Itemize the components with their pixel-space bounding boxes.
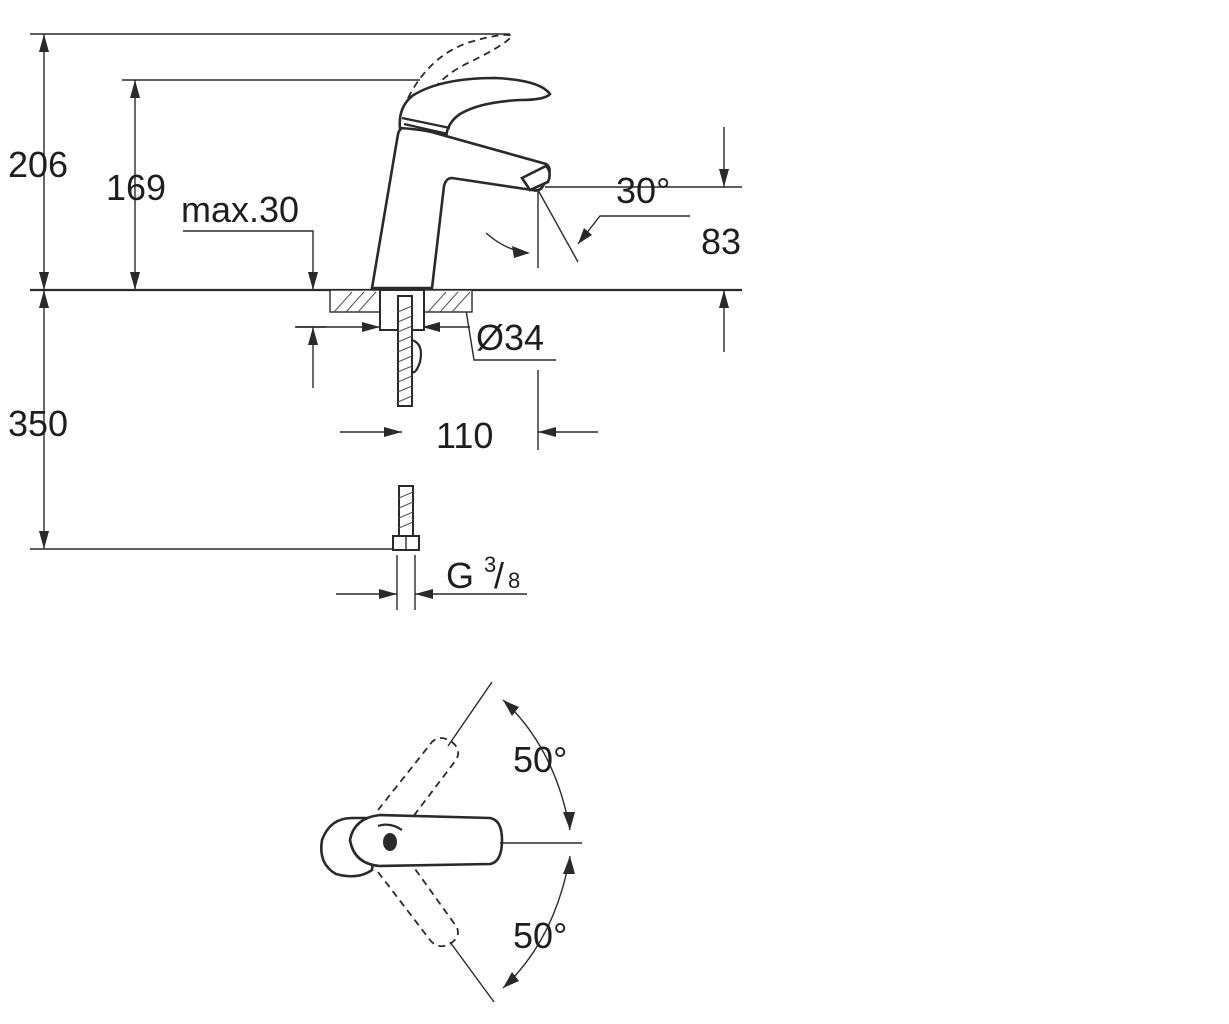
label-thread-numerator: 3 — [484, 552, 496, 577]
lever-handle-top — [348, 813, 504, 868]
label-thread-g: G — [446, 555, 474, 596]
side-view: 206 169 max.30 30° 83 Ø34 350 110 G 3 / … — [8, 33, 742, 610]
label-110: 110 — [436, 415, 493, 456]
label-169: 169 — [106, 167, 166, 208]
dimension-110 — [340, 370, 598, 450]
dimension-206 — [39, 34, 49, 290]
spout-aerator — [520, 164, 551, 192]
label-thread-slash: / — [494, 555, 504, 596]
dimension-350 — [39, 290, 49, 549]
label-diameter-34: Ø34 — [476, 317, 544, 358]
dimension-83 — [719, 127, 729, 352]
faucet-spout — [370, 124, 551, 290]
dimension-g38 — [336, 555, 527, 610]
lever-raised-outline — [407, 33, 514, 99]
angle-30-degree — [485, 189, 690, 268]
label-83: 83 — [701, 221, 741, 262]
label-50-degree-up: 50° — [513, 739, 567, 780]
label-350: 350 — [8, 403, 68, 444]
faucet-body — [370, 33, 552, 290]
lever-rotated-up-outline — [377, 737, 460, 827]
label-30-degree: 30° — [616, 170, 670, 211]
dimension-diameter-34 — [296, 309, 556, 361]
label-206: 206 — [8, 144, 68, 185]
label-50-degree-down: 50° — [513, 915, 567, 956]
lever-rotated-down-outline — [377, 861, 459, 948]
mounting-stud — [397, 295, 423, 407]
label-max30: max.30 — [181, 189, 299, 230]
dimension-169 — [130, 80, 140, 290]
label-thread-denominator: 8 — [508, 568, 520, 593]
dimension-max30 — [183, 230, 326, 388]
hose-connector — [392, 485, 420, 551]
angle-50-up — [447, 681, 575, 831]
angle-50-down — [449, 855, 575, 1003]
top-view: 50° 50° — [320, 681, 582, 1003]
